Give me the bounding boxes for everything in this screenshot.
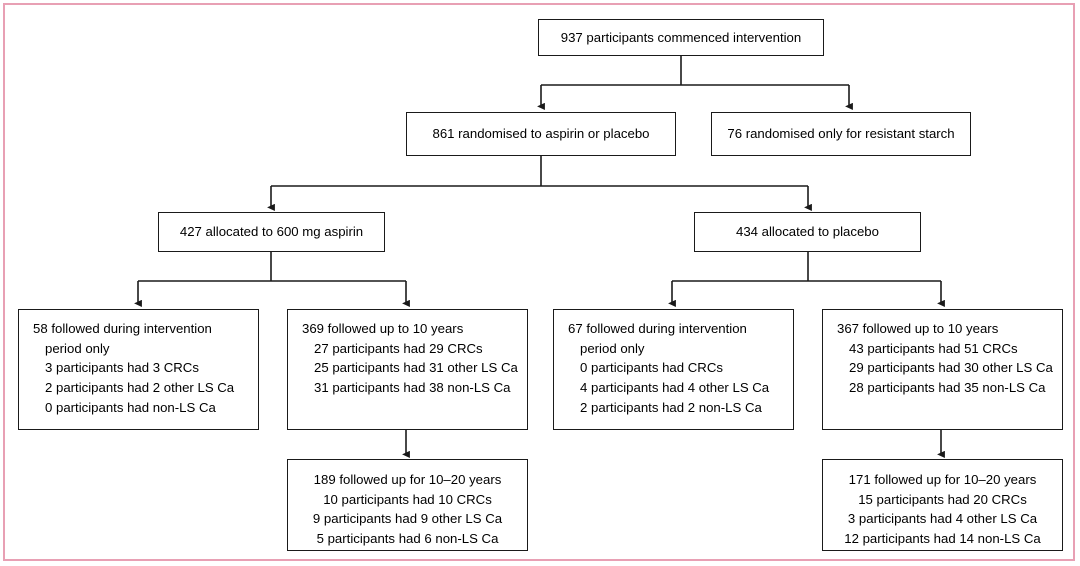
node-enrolled-label: 937 participants commenced intervention: [560, 29, 802, 45]
outcome-line: period only: [45, 340, 110, 356]
outcome-line: 4 participants had 4 other LS Ca: [580, 380, 770, 396]
outcome-line: 0 participants had non-LS Ca: [45, 399, 216, 415]
node-placebo-10-years: 367 followed up to 10 years 43 participa…: [822, 309, 1063, 430]
outcome-line: 15 participants had 20 CRCs: [858, 491, 1027, 507]
node-placebo-intervention-period: 67 followed during intervention period o…: [553, 309, 794, 430]
outcome-line: 10 participants had 10 CRCs: [323, 491, 492, 507]
outcome-line: period only: [580, 340, 645, 356]
outcome-line: 67 followed during intervention: [568, 321, 747, 336]
node-aspirin-10-years: 369 followed up to 10 years 27 participa…: [287, 309, 528, 430]
outcome-line: 9 participants had 9 other LS Ca: [312, 511, 503, 527]
outcome-line: 43 participants had 51 CRCs: [849, 340, 1018, 356]
outcome-line: 2 participants had 2 non-LS Ca: [580, 399, 762, 415]
node-placebo-10-20-years: 171 followed up for 10–20 years 15 parti…: [822, 459, 1063, 551]
node-randomised-resistant-starch: 76 randomised only for resistant starch: [711, 112, 971, 156]
outcome-line: 27 participants had 29 CRCs: [314, 340, 483, 356]
node-aspirin-10-20-years: 189 followed up for 10–20 years 10 parti…: [287, 459, 528, 551]
outcome-line: 5 participants had 6 non-LS Ca: [316, 531, 499, 547]
outcome-line: 3 participants had 4 other LS Ca: [847, 511, 1038, 527]
outcome-line: 2 participants had 2 other LS Ca: [45, 380, 235, 396]
outcome-line: 367 followed up to 10 years: [837, 321, 999, 336]
node-allocated-aspirin: 427 allocated to 600 mg aspirin: [158, 212, 385, 252]
node-allocated-aspirin-label: 427 allocated to 600 mg aspirin: [179, 224, 364, 240]
node-randomised-aspirin-placebo-label: 861 randomised to aspirin or placebo: [432, 126, 650, 142]
node-aspirin-intervention-period: 58 followed during intervention period o…: [18, 309, 259, 430]
node-randomised-aspirin-placebo: 861 randomised to aspirin or placebo: [406, 112, 676, 156]
outcome-line: 12 participants had 14 non-LS Ca: [844, 531, 1041, 547]
outcome-line: 31 participants had 38 non-LS Ca: [314, 380, 511, 396]
node-enrolled: 937 participants commenced intervention: [538, 19, 824, 56]
outcome-line: 3 participants had 3 CRCs: [45, 360, 199, 376]
outcome-line: 29 participants had 30 other LS Ca: [849, 360, 1053, 376]
outcome-line: 25 participants had 31 other LS Ca: [314, 360, 518, 376]
node-allocated-placebo-label: 434 allocated to placebo: [736, 224, 879, 240]
outcome-line: 0 participants had CRCs: [580, 360, 723, 376]
node-randomised-resistant-starch-label: 76 randomised only for resistant starch: [727, 126, 955, 142]
node-allocated-placebo: 434 allocated to placebo: [694, 212, 921, 252]
outcome-line: 58 followed during intervention: [33, 321, 212, 336]
outcome-line: 171 followed up for 10–20 years: [848, 472, 1037, 487]
outcome-line: 28 participants had 35 non-LS Ca: [849, 380, 1046, 396]
outcome-line: 369 followed up to 10 years: [302, 321, 464, 336]
outcome-line: 189 followed up for 10–20 years: [313, 472, 502, 487]
